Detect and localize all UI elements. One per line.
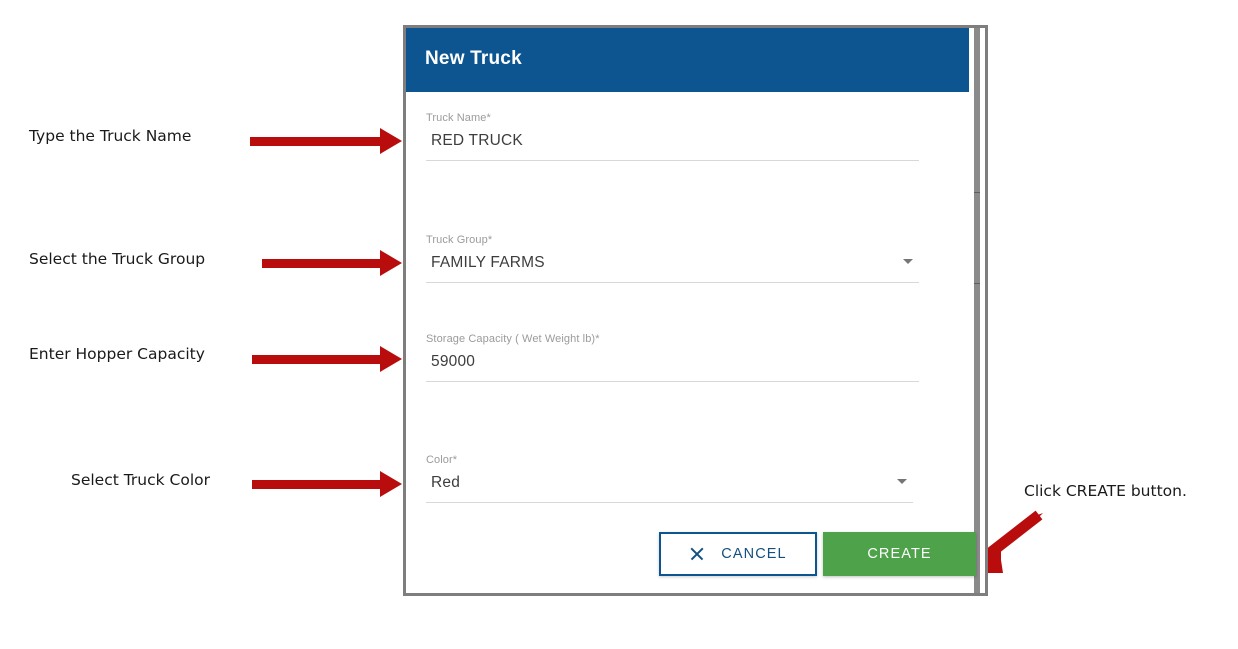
chevron-down-icon[interactable]	[903, 259, 913, 264]
dialog-header: New Truck	[406, 28, 975, 92]
arrow-shaft	[252, 480, 380, 489]
scrollbar-tick	[974, 283, 980, 284]
arrow-head	[380, 471, 402, 497]
scrollbar-tick	[974, 192, 980, 193]
field-truck-name-label: Truck Name*	[426, 112, 491, 124]
arrow-shaft	[252, 355, 380, 364]
arrow-shaft	[262, 259, 380, 268]
required-marker: *	[486, 112, 491, 124]
cancel-button[interactable]: CANCEL	[659, 532, 817, 576]
required-marker: *	[595, 333, 600, 345]
annotation-capacity-label: Enter Hopper Capacity	[29, 345, 205, 363]
field-underline	[426, 502, 913, 503]
dialog-form: Truck Name* RED TRUCK Truck Group* FAMIL…	[406, 92, 976, 593]
storage-capacity-input[interactable]: 59000	[431, 353, 476, 370]
annotation-truck-name-label: Type the Truck Name	[29, 127, 192, 145]
annotation-color-label: Select Truck Color	[71, 471, 211, 489]
dialog-scrollbar[interactable]	[969, 28, 985, 593]
field-truck-group-label: Truck Group*	[426, 234, 492, 246]
annotation-truck-group-arrow-icon	[262, 250, 402, 276]
field-underline	[426, 282, 919, 283]
field-storage-capacity-label: Storage Capacity ( Wet Weight lb)*	[426, 333, 600, 345]
chevron-down-icon[interactable]	[897, 479, 907, 484]
truck-group-select[interactable]: FAMILY FARMS	[431, 254, 545, 271]
field-underline	[426, 160, 919, 161]
new-truck-dialog: New Truck Truck Name* RED TRUCK	[403, 25, 988, 596]
annotation-color-arrow-icon	[252, 471, 402, 497]
arrow-head	[380, 346, 402, 372]
dialog-title: New Truck	[425, 48, 522, 69]
label-text: Truck Name	[426, 112, 487, 124]
annotation-create-label: Click CREATE button.	[1024, 482, 1187, 500]
label-text: Truck Group	[426, 234, 488, 246]
arrow-head	[380, 250, 402, 276]
arrow-shaft	[250, 137, 380, 146]
dialog-inner: New Truck Truck Name* RED TRUCK	[406, 28, 985, 593]
annotation-truck-group-label: Select the Truck Group	[29, 250, 206, 268]
scrollbar-thumb[interactable]	[974, 28, 980, 593]
cancel-button-label: CANCEL	[721, 546, 787, 562]
field-underline	[426, 381, 919, 382]
annotation-capacity-arrow-icon	[252, 346, 402, 372]
create-button-label: CREATE	[867, 546, 932, 562]
color-select[interactable]: Red	[431, 474, 461, 491]
annotation-truck-name-arrow-icon	[250, 128, 402, 154]
truck-name-input[interactable]: RED TRUCK	[431, 132, 523, 149]
arrow-head	[380, 128, 402, 154]
label-text: Storage Capacity ( Wet Weight lb)	[426, 333, 596, 345]
close-icon	[689, 546, 705, 562]
dialog-actions: CANCEL CREATE	[406, 528, 976, 578]
required-marker: *	[487, 234, 493, 246]
create-button[interactable]: CREATE	[823, 532, 976, 576]
required-marker: *	[452, 454, 458, 466]
field-color-label: Color*	[426, 454, 457, 466]
label-text: Color	[426, 454, 453, 466]
